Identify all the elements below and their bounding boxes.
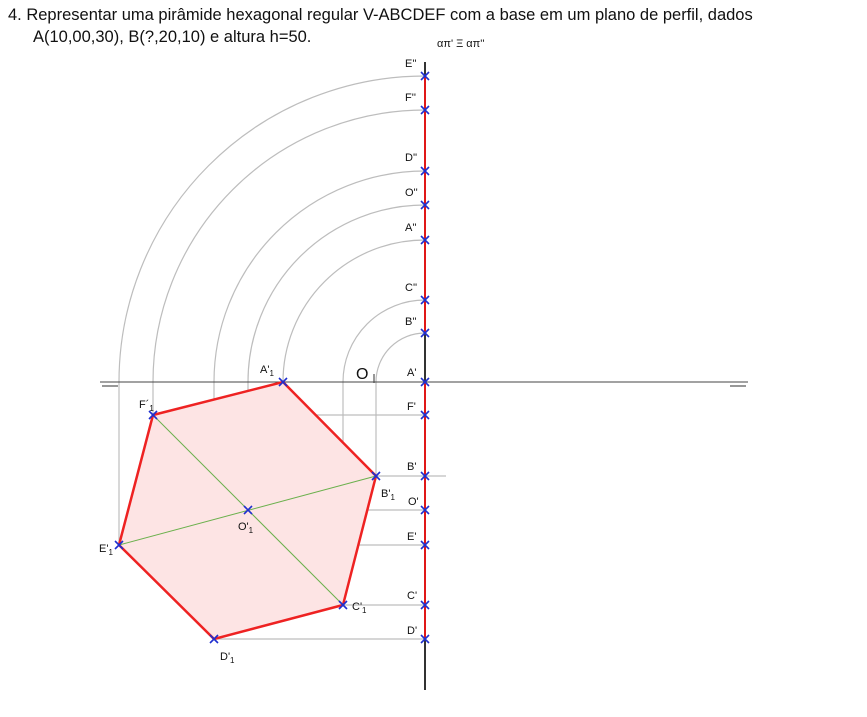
label-e2: E'' [405, 58, 417, 70]
label-f-rotated: F´1 [139, 399, 154, 413]
label-f1: F' [407, 401, 416, 413]
hexagon-markers [114, 377, 381, 644]
label-o-rotated: O'1 [238, 521, 254, 535]
label-a-rotated: A'1 [260, 364, 274, 378]
label-c2: C'' [405, 282, 417, 294]
label-o2: O'' [405, 187, 418, 199]
marker-c-rot [338, 600, 348, 610]
marker-d1 [420, 634, 430, 644]
plane-label: απ' Ξ απ'' [437, 38, 484, 50]
rotation-arcs [118, 75, 426, 383]
label-c-rotated: C'1 [352, 601, 367, 615]
label-b2: B'' [405, 316, 417, 328]
arc-o [247, 204, 426, 383]
arc-e [118, 75, 426, 383]
label-f2: F'' [405, 92, 416, 104]
marker-a2 [420, 235, 430, 245]
arc-c [342, 299, 426, 383]
label-e1: E' [407, 531, 416, 543]
marker-o-rot [243, 505, 253, 515]
marker-d-rot [209, 634, 219, 644]
statement-line-2: A(10,00,30), B(?,20,10) e altura h=50. [33, 28, 312, 46]
axis-markers [420, 71, 430, 644]
marker-a-rot [278, 377, 288, 387]
marker-o2 [420, 200, 430, 210]
arc-d [213, 170, 426, 383]
marker-f2 [420, 105, 430, 115]
label-b1: B' [407, 461, 416, 473]
label-d1: D' [407, 625, 417, 637]
label-a1: A' [407, 367, 416, 379]
problem-statement: 4. Representar uma pirâmide hexagonal re… [8, 4, 860, 48]
arc-b [375, 332, 426, 383]
marker-b-rot [371, 471, 381, 481]
label-d2: D'' [405, 152, 417, 164]
label-e-rotated: E'1 [99, 543, 113, 557]
marker-c2 [420, 295, 430, 305]
marker-f-rot [148, 410, 158, 420]
statement-line-1: 4. Representar uma pirâmide hexagonal re… [8, 6, 753, 24]
origin-label: O [356, 366, 368, 383]
marker-e1 [420, 540, 430, 550]
marker-e2 [420, 71, 430, 81]
label-c1: C' [407, 590, 417, 602]
marker-b2 [420, 328, 430, 338]
marker-c1 [420, 600, 430, 610]
label-d-rotated: D'1 [220, 651, 235, 665]
marker-d2 [420, 166, 430, 176]
label-o1: O' [408, 496, 419, 508]
marker-e-rot [114, 540, 124, 550]
marker-o1 [420, 505, 430, 515]
marker-a1 [420, 377, 430, 387]
arc-f [152, 109, 426, 383]
label-a2: A'' [405, 222, 417, 234]
marker-b1 [420, 471, 430, 481]
marker-f1 [420, 410, 430, 420]
label-b-rotated: B'1 [381, 488, 395, 502]
arc-a [282, 239, 426, 383]
